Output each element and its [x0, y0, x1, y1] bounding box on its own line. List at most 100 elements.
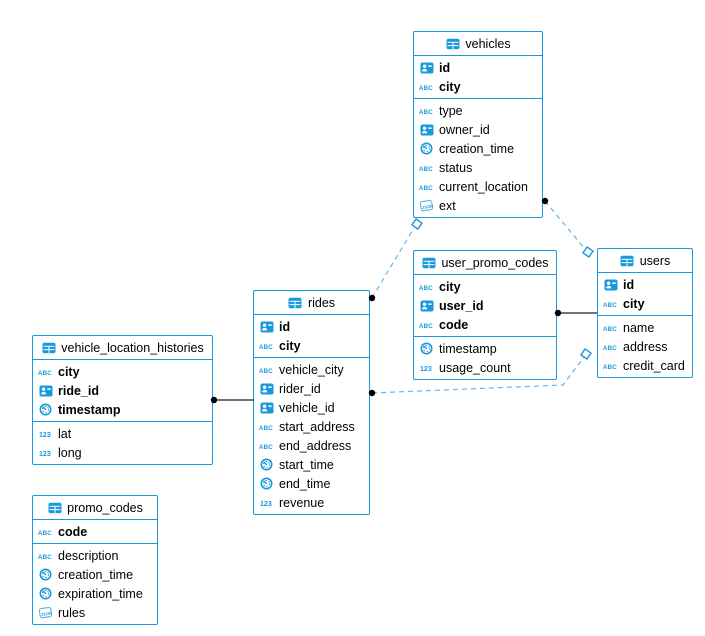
table-header-rides[interactable]: rides	[254, 291, 369, 315]
field-row-start_time[interactable]: start_time	[254, 455, 369, 474]
field-name: ext	[439, 198, 456, 213]
svg-text:ABC: ABC	[38, 529, 52, 536]
field-row-owner_id[interactable]: owner_id	[414, 120, 542, 139]
clock-icon	[419, 342, 434, 355]
field-name: name	[623, 320, 655, 335]
field-row-creation_time[interactable]: creation_time	[33, 565, 157, 584]
id-card-icon	[259, 383, 274, 395]
field-row-rider_id[interactable]: rider_id	[254, 379, 369, 398]
abc-icon: ABC	[38, 551, 53, 561]
fields-section: timestamp 123 usage_count	[414, 337, 556, 379]
field-name: city	[439, 79, 461, 94]
field-row-id[interactable]: id	[414, 58, 542, 77]
svg-text:ABC: ABC	[259, 343, 273, 350]
field-row-name[interactable]: ABC name	[598, 318, 692, 337]
field-row-creation_time[interactable]: creation_time	[414, 139, 542, 158]
table-header-vehicle_location_histories[interactable]: vehicle_location_histories	[33, 336, 212, 360]
abc-icon: ABC	[419, 182, 434, 192]
clock-icon	[259, 458, 274, 471]
table-icon	[445, 38, 460, 50]
field-row-usage_count[interactable]: 123 usage_count	[414, 358, 556, 377]
table-title: promo_codes	[67, 500, 143, 515]
field-name: timestamp	[439, 341, 497, 356]
field-row-city[interactable]: ABC city	[414, 277, 556, 296]
svg-text:ABC: ABC	[419, 165, 433, 172]
table-header-users[interactable]: users	[598, 249, 692, 273]
number-icon: 123	[419, 362, 434, 373]
field-row-ride_id[interactable]: ride_id	[33, 381, 212, 400]
field-row-start_address[interactable]: ABC start_address	[254, 417, 369, 436]
field-row-vehicle_id[interactable]: vehicle_id	[254, 398, 369, 417]
field-row-timestamp[interactable]: timestamp	[33, 400, 212, 419]
field-row-user_id[interactable]: user_id	[414, 296, 556, 315]
field-name: start_address	[279, 419, 355, 434]
field-row-expiration_time[interactable]: expiration_time	[33, 584, 157, 603]
svg-text:ABC: ABC	[419, 284, 433, 291]
svg-text:ABC: ABC	[259, 424, 273, 431]
abc-icon: ABC	[603, 323, 618, 333]
table-header-promo_codes[interactable]: promo_codes	[33, 496, 157, 520]
table-header-vehicles[interactable]: vehicles	[414, 32, 542, 56]
field-name: creation_time	[58, 567, 134, 582]
field-name: timestamp	[58, 402, 121, 417]
abc-icon: ABC	[38, 367, 53, 377]
id-card-icon	[419, 300, 434, 312]
abc-icon: ABC	[259, 365, 274, 375]
number-icon: 123	[38, 428, 53, 439]
field-row-timestamp[interactable]: timestamp	[414, 339, 556, 358]
field-name: address	[623, 339, 668, 354]
table-title: vehicle_location_histories	[61, 340, 204, 355]
field-name: usage_count	[439, 360, 511, 375]
table-title: user_promo_codes	[441, 255, 549, 270]
svg-text:123: 123	[39, 450, 51, 458]
table-icon	[421, 257, 436, 269]
abc-icon: ABC	[419, 282, 434, 292]
field-row-id[interactable]: id	[254, 317, 369, 336]
field-row-id[interactable]: id	[598, 275, 692, 294]
field-name: vehicle_id	[279, 400, 335, 415]
field-name: city	[439, 279, 461, 294]
field-name: ride_id	[58, 383, 99, 398]
id-card-icon	[38, 385, 53, 397]
svg-text:123: 123	[39, 431, 51, 439]
abc-icon: ABC	[419, 106, 434, 116]
field-name: start_time	[279, 457, 334, 472]
abc-icon: ABC	[38, 527, 53, 537]
table-header-user_promo_codes[interactable]: user_promo_codes	[414, 251, 556, 275]
number-icon: 123	[259, 497, 274, 508]
abc-icon: ABC	[259, 422, 274, 432]
field-row-end_time[interactable]: end_time	[254, 474, 369, 493]
svg-text:ABC: ABC	[603, 301, 617, 308]
